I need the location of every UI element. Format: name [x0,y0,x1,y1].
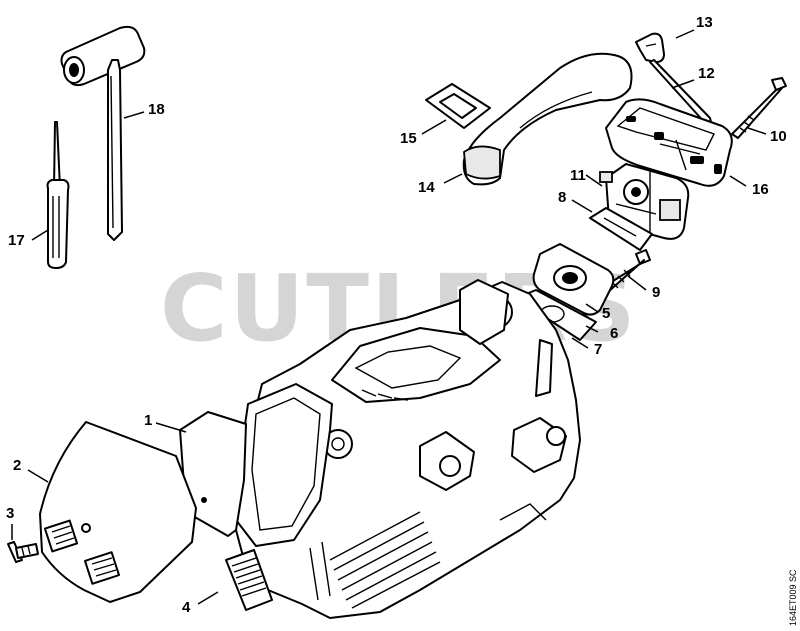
callout-1: 1 [144,412,152,429]
callout-14: 14 [418,179,435,196]
grille-part-4[interactable] [225,549,273,611]
gasket-part-15[interactable] [425,83,491,129]
housing-vent-grille [309,511,441,609]
clip-part-13[interactable] [635,32,665,63]
main-housing[interactable] [235,279,581,619]
callout-16: 16 [752,181,769,198]
drawing-code: 164ET009 SC [788,569,798,626]
screwdriver-part-17[interactable] [46,121,70,269]
cover-vent-right [83,551,121,585]
callout-11: 11 [570,167,586,184]
callout-13: 13 [696,14,713,31]
callout-labels: 1 2 3 4 5 6 7 8 9 10 11 12 13 14 15 16 1… [6,14,787,616]
callout-6: 6 [610,325,618,342]
callout-15: 15 [400,130,417,147]
callout-17: 17 [8,232,25,249]
intake-flange-part-5[interactable] [532,243,615,316]
callout-18: 18 [148,101,165,118]
top-cover-part-2[interactable] [39,421,197,603]
intake-tube-part-14[interactable] [462,52,633,186]
cover-vent-left [43,519,79,553]
gasket-part-8[interactable] [589,207,653,251]
callout-4: 4 [182,599,191,616]
leader-lines [11,29,767,605]
callout-5: 5 [602,305,610,322]
callout-9: 9 [652,284,660,301]
screw-part-3[interactable] [7,541,39,563]
callout-12: 12 [698,65,715,82]
long-bolt-part-10[interactable] [731,77,787,139]
combination-wrench-part-18[interactable] [60,25,146,241]
callout-7: 7 [594,341,602,358]
callout-10: 10 [770,128,787,145]
filter-housing-part-16[interactable] [605,98,733,187]
callout-3: 3 [6,505,14,522]
callout-2: 2 [13,457,21,474]
callout-8: 8 [558,189,566,206]
